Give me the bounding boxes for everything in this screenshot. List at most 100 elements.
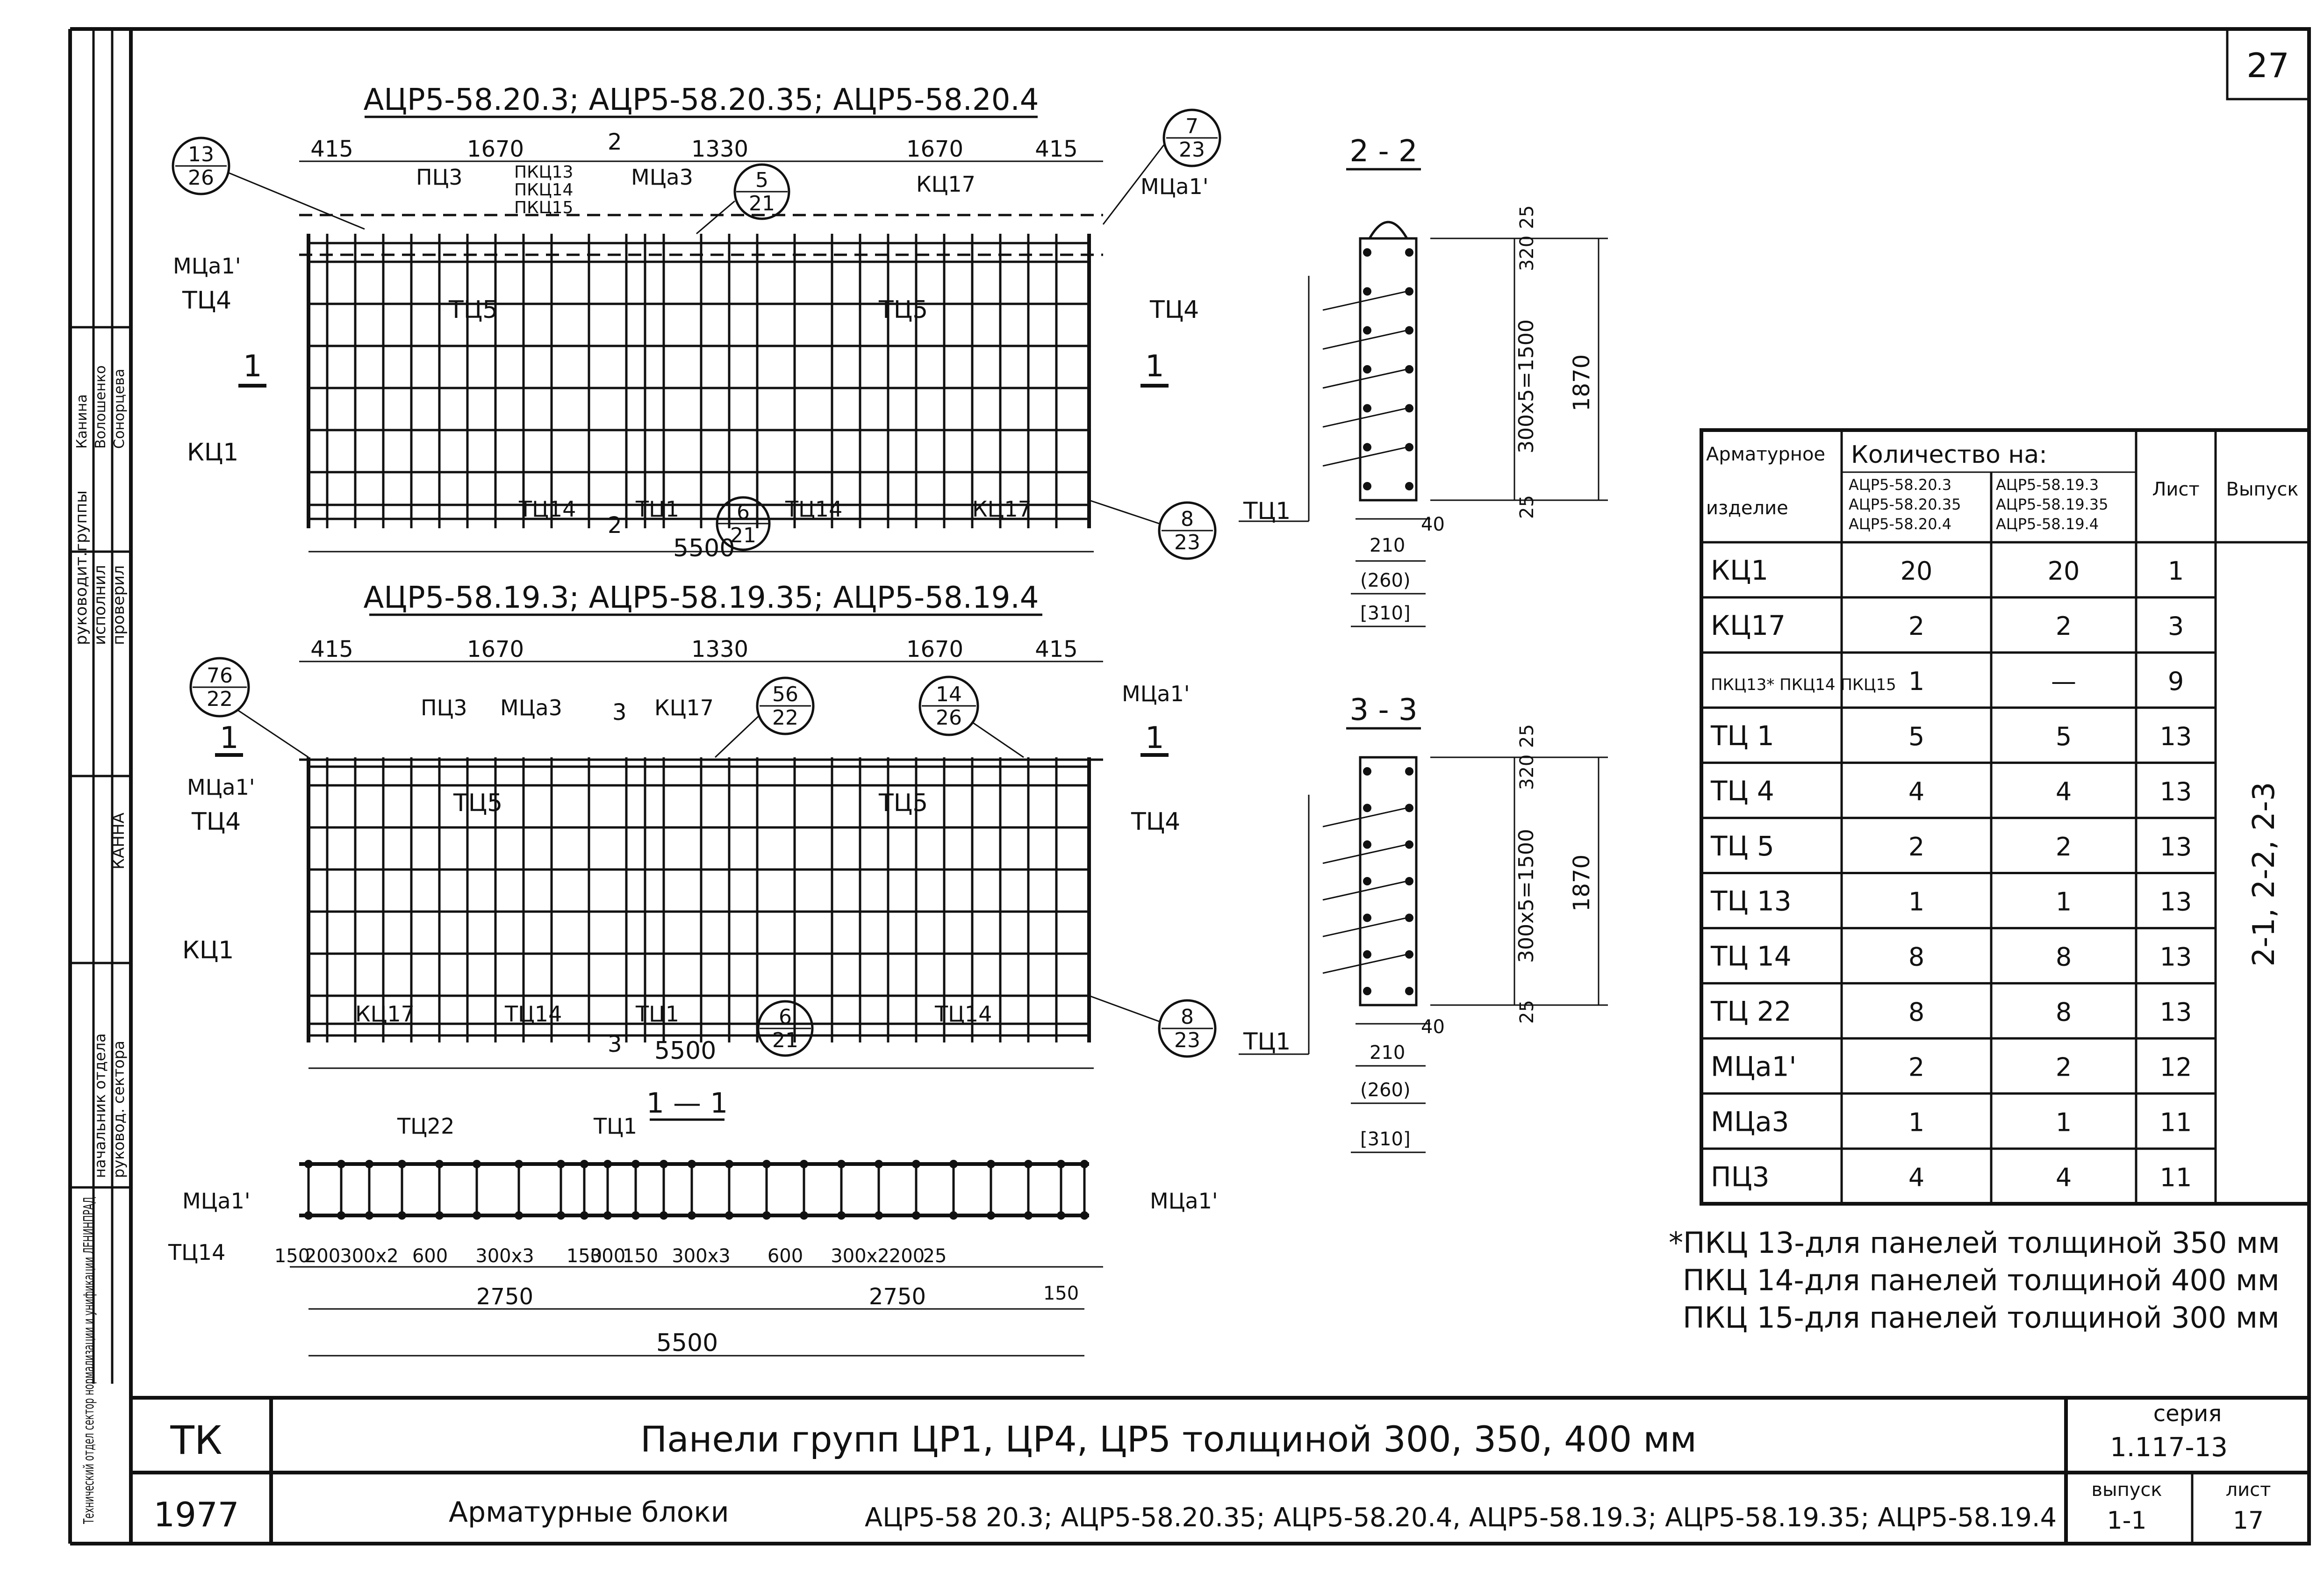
rebar-label: ТЦ5 [878, 296, 928, 324]
table-header: Количество на: [1851, 441, 2047, 469]
leader-line [1322, 290, 1407, 311]
spec-table: Арматурное изделие Количество на: АЦР5-5… [1700, 428, 2311, 1206]
stamp-name: Канина [74, 394, 90, 449]
rebar-dot [473, 1211, 481, 1220]
rebar-dot [1363, 443, 1371, 452]
tb-series-value: 1.117-13 [2110, 1432, 2228, 1463]
rebar-label: ПЦ3 [416, 165, 463, 190]
rebar-dot [1405, 443, 1413, 452]
rebar-dot [603, 1160, 612, 1168]
rebar-label: КЦ17 [972, 496, 1032, 522]
table-cell-item: МЦа3 [1711, 1106, 1789, 1137]
callout: 7 23 [1102, 108, 1221, 225]
dim: (260) [1360, 1079, 1411, 1101]
plan-mid-title: АЦР5-58.19.3; АЦР5-58.19.35; АЦР5-58.19.… [364, 581, 1039, 615]
rebar-dot [435, 1160, 444, 1168]
table-cell-qty-a: 20 [1901, 556, 1933, 586]
rebar-dot [912, 1211, 920, 1220]
dim: 200 [305, 1245, 340, 1267]
rebar-dot [987, 1211, 995, 1220]
rebar-dot [725, 1211, 733, 1220]
rebar-dot [1363, 767, 1371, 776]
table-cell-sheet: 13 [2160, 832, 2192, 862]
table-cell-sheet: 12 [2160, 1052, 2192, 1082]
dim: 1330 [691, 636, 748, 662]
table-cell-qty-b: — [2051, 667, 2076, 696]
rebar-dot [725, 1160, 733, 1168]
rebar-dot [337, 1211, 345, 1220]
table-cell-sheet: 13 [2160, 942, 2192, 972]
table-cell-item: КЦ17 [1711, 610, 1786, 641]
rebar-dot [365, 1211, 373, 1220]
table-cell-item: ТЦ 14 [1710, 941, 1792, 972]
leader-line [1322, 844, 1407, 864]
svg-text:21: 21 [749, 192, 775, 216]
leader-line [1322, 330, 1407, 350]
rebar-dot [473, 1160, 481, 1168]
tb-issue-label: выпуск [2091, 1479, 2162, 1501]
table-cell-item: ТЦ 13 [1710, 885, 1792, 917]
rebar-dot [1405, 913, 1413, 922]
plan-top: АЦР5-58.20.3; АЦР5-58.20.35; АЦР5-58.20.… [172, 83, 1221, 562]
notes: *ПКЦ 13-для панелей толщиной 350 мм ПКЦ … [1669, 1226, 2280, 1335]
dim: 415 [310, 136, 353, 162]
table-cell-qty-a: 5 [1908, 722, 1924, 751]
rebar-label: ТЦ4 [191, 808, 241, 836]
table-cell-sheet: 3 [2168, 611, 2184, 641]
stamp: руководит.группы исполнил проверил Канин… [72, 366, 128, 1524]
dim: 320 [1516, 236, 1538, 271]
table-cell-qty-b: 20 [2048, 556, 2080, 586]
section-title: 2 - 2 [1349, 134, 1417, 169]
table-cell-qty-a: 4 [1908, 1163, 1924, 1192]
rebar-dot [875, 1211, 883, 1220]
dim: 300x2 [831, 1245, 889, 1267]
rebar-label: ТЦ4 [1131, 808, 1180, 836]
callout: 5 21 [696, 163, 790, 235]
tb-issue-value: 1-1 [2107, 1507, 2147, 1535]
table-cell-qty-b: 2 [2056, 611, 2072, 641]
table-cell-item: ТЦ 5 [1710, 830, 1774, 862]
rebar-dot [1363, 482, 1371, 490]
rebar-dot [304, 1160, 313, 1168]
rebar-dot [837, 1160, 846, 1168]
rebar-label: ТЦ14 [504, 1001, 562, 1027]
dim: 320 [1516, 755, 1538, 790]
dim: 600 [767, 1245, 803, 1267]
stamp-name: Сонорцева [111, 369, 128, 449]
rebar-dot [1405, 482, 1413, 490]
rebar-dot [580, 1160, 588, 1168]
table-header: АЦР5-58.19.4 [1996, 515, 2099, 533]
table-cell-item: ПКЦ13* ПКЦ14 ПКЦ15 [1711, 676, 1896, 694]
dim: 150 [1043, 1283, 1079, 1304]
table-cell-qty-b: 4 [2056, 1163, 2072, 1192]
rebar-dot [1363, 877, 1371, 885]
section-mark: 1 [1145, 721, 1164, 755]
dim: 25 [1516, 724, 1538, 748]
rebar-dot [1405, 767, 1413, 776]
rebar-label: КЦ1 [187, 438, 238, 467]
dim: [310] [1360, 1128, 1411, 1150]
tb-code: ТК [170, 1417, 222, 1463]
rebar-label: МЦа3 [500, 695, 562, 720]
rebar-dot [557, 1160, 565, 1168]
svg-text:5: 5 [755, 168, 768, 192]
rebar-dot [1363, 404, 1371, 413]
dim: 1330 [691, 136, 748, 162]
section-mark: 1 [220, 721, 239, 755]
callout: 56 22 [714, 676, 815, 758]
stamp-role: исполнил [91, 565, 109, 645]
dim: 150 [623, 1245, 658, 1267]
rebar-dot [762, 1160, 771, 1168]
svg-text:22: 22 [207, 687, 233, 711]
dim: 415 [1035, 136, 1078, 162]
table-cell-qty-a: 8 [1908, 942, 1924, 972]
dim: 2750 [869, 1284, 926, 1310]
rebar-dot [800, 1160, 808, 1168]
dim-total: 5500 [656, 1329, 718, 1357]
svg-text:13: 13 [188, 143, 214, 166]
rebar-dot [631, 1160, 640, 1168]
dim: 300x3 [475, 1245, 534, 1267]
rebar-dot [1363, 840, 1371, 849]
rebar-dot [1057, 1160, 1065, 1168]
